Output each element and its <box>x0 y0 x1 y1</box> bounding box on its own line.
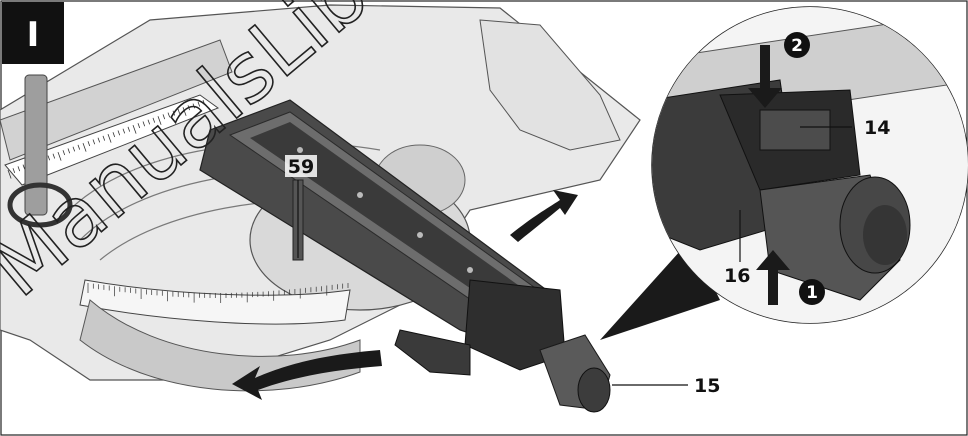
step-1-badge <box>799 279 825 305</box>
callout-16: 16 <box>724 265 750 287</box>
callout-15: 15 <box>694 375 720 397</box>
panel-label: I <box>27 15 40 55</box>
callout-59: 59 <box>288 156 314 178</box>
detail-inset <box>600 6 968 340</box>
leader-lines <box>297 126 852 386</box>
step-1-number: 1 <box>806 283 818 303</box>
rotation-arrows <box>232 190 578 400</box>
locking-knob <box>539 334 611 413</box>
callout-59-bg <box>285 155 317 177</box>
callout-14: 14 <box>864 117 890 139</box>
step-2-badge <box>784 32 810 58</box>
step-2-number: 2 <box>791 36 803 56</box>
panel-label-box <box>2 2 64 64</box>
